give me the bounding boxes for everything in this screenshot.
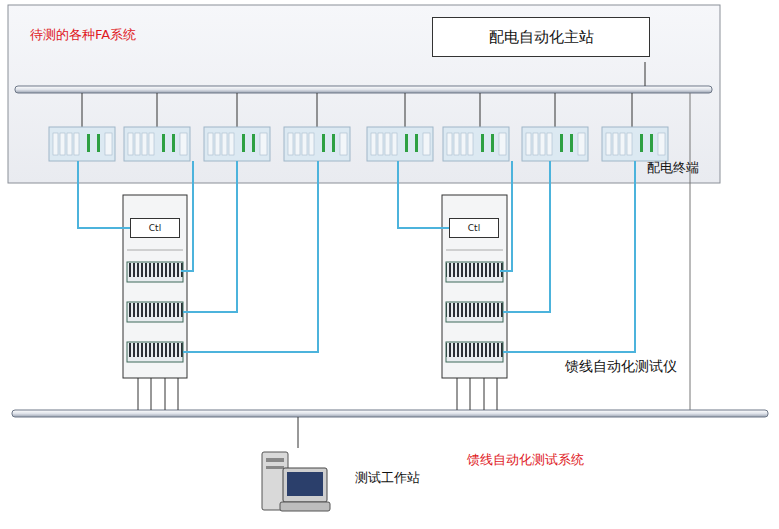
terminal-drop	[317, 93, 318, 127]
io-module	[127, 262, 183, 282]
terminal-drop	[555, 93, 556, 127]
rack-shelf	[127, 250, 183, 251]
signal-wire	[503, 161, 635, 352]
terminal-drop	[632, 93, 633, 127]
rack-leg	[165, 378, 166, 410]
node-text: Ctl	[468, 223, 480, 234]
controller-box: Ctl	[449, 218, 499, 238]
signal-wire	[398, 161, 449, 228]
rack-leg	[484, 378, 485, 410]
bottom-bus	[12, 410, 768, 417]
node-text: 测试工作站	[355, 470, 420, 486]
distribution-terminal	[124, 127, 190, 161]
fa-system-region	[8, 5, 720, 183]
signal-wire	[183, 161, 318, 352]
signal-wire	[183, 161, 237, 312]
node-text: 配电自动化主站	[489, 28, 594, 46]
terminal-drop	[82, 93, 83, 127]
top-bus	[15, 86, 712, 93]
system-link	[690, 93, 691, 410]
system-label: 馈线自动化测试系统	[465, 452, 586, 468]
distribution-terminal	[284, 127, 350, 161]
rack-leg	[497, 378, 498, 410]
distribution-terminal	[49, 127, 115, 161]
distribution-terminal	[204, 127, 270, 161]
io-module	[446, 262, 503, 282]
signal-wire	[78, 161, 130, 228]
fa-system-region: 配电自动化主站 待测的各种FA系统	[8, 5, 720, 183]
master-station-box: 配电自动化主站	[432, 17, 650, 57]
workstation-drop	[298, 417, 299, 448]
terminal-drop	[480, 93, 481, 127]
computer-icon	[262, 452, 330, 511]
controller-box: Ctl	[130, 218, 180, 238]
terminal-drop	[405, 93, 406, 127]
rack-leg	[138, 378, 139, 410]
terminal-drop	[157, 93, 158, 127]
workstation-label: 测试工作站	[353, 468, 443, 490]
rack-leg	[457, 378, 458, 410]
distribution-terminal	[443, 127, 509, 161]
signal-wire	[181, 161, 193, 271]
distribution-terminal	[522, 127, 588, 161]
io-module	[446, 302, 503, 322]
rack-leg	[178, 378, 179, 410]
io-module	[446, 342, 503, 362]
signal-wire	[500, 161, 512, 271]
distribution-terminal	[602, 127, 668, 161]
io-module	[127, 302, 183, 322]
instrument-label: 馈线自动化测试仪	[563, 358, 679, 375]
terminal-drop	[237, 93, 238, 127]
io-module	[127, 342, 183, 362]
signal-wire	[503, 161, 550, 312]
node-text: 待测的各种FA系统	[30, 27, 136, 43]
terminal-label: 配电终端	[645, 160, 701, 176]
test-rack	[123, 195, 187, 378]
distribution-terminal	[367, 127, 433, 161]
rack-leg	[470, 378, 471, 410]
master-drop	[645, 62, 646, 86]
rack-leg	[151, 378, 152, 410]
rack-shelf	[446, 250, 503, 251]
node-text: Ctl	[149, 223, 161, 234]
test-rack	[442, 195, 507, 378]
